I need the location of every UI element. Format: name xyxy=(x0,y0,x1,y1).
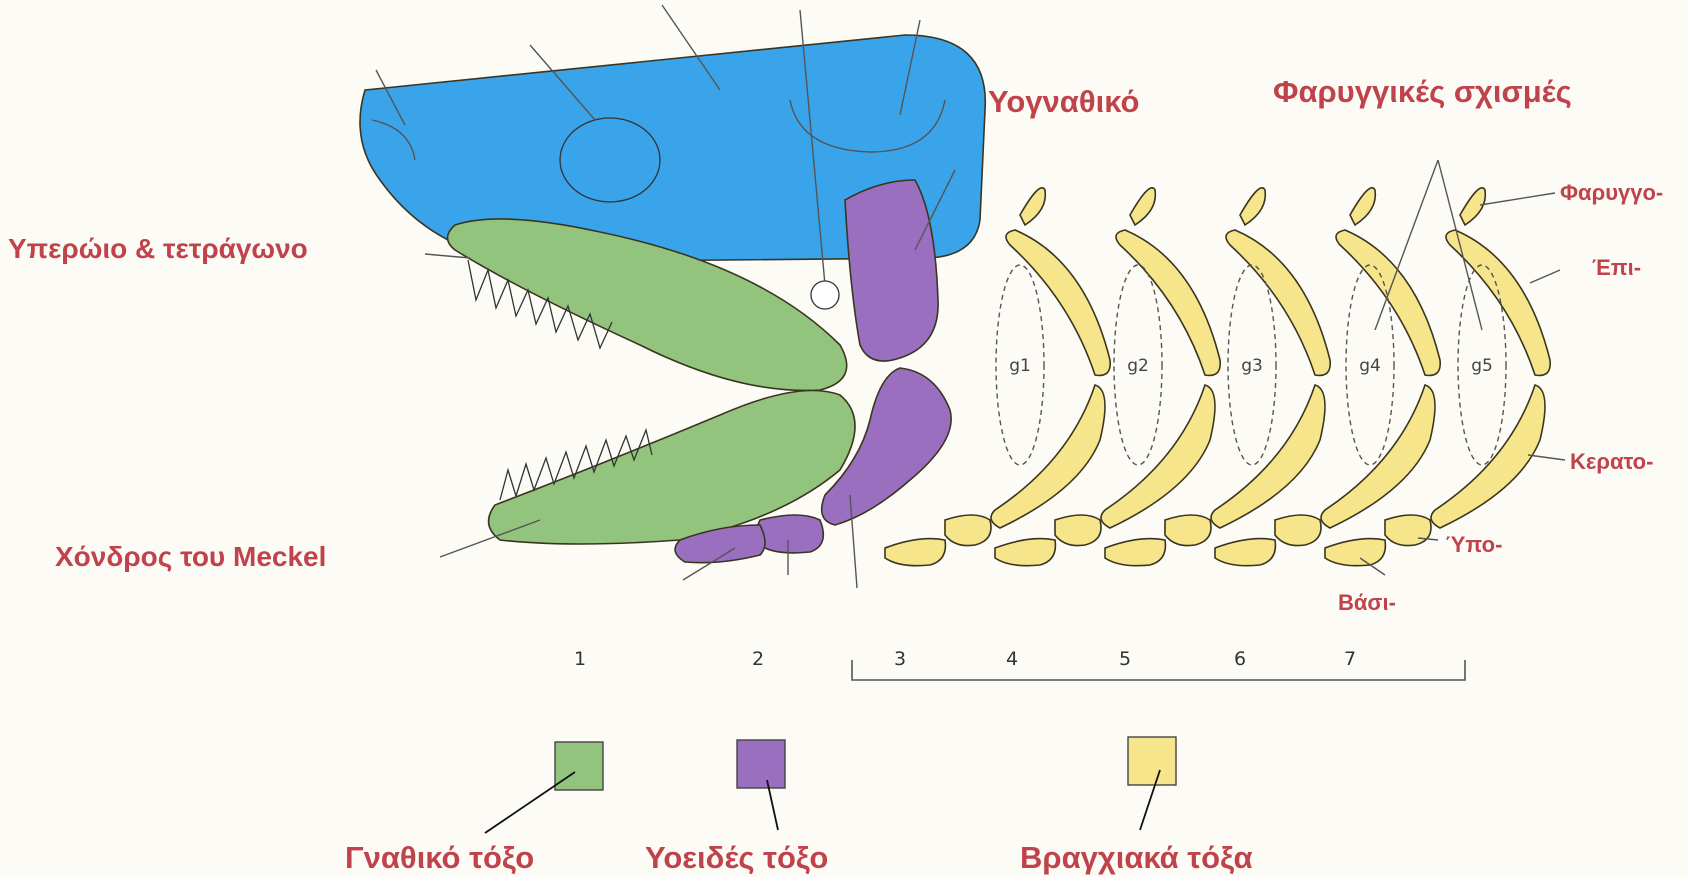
legend-swatch-branchial xyxy=(1128,737,1176,785)
arch-number-7: 7 xyxy=(1344,648,1356,670)
label-basi: Βάσι- xyxy=(1338,590,1396,615)
pointer-pharyngo xyxy=(1480,193,1555,205)
label-palatoquadrate: Υπερώιο & τετράγωνο xyxy=(8,233,308,264)
hypohyal-bone xyxy=(757,515,823,553)
label-meckel: Χόνδρος του Meckel xyxy=(55,541,326,572)
legend-swatch-hyoid xyxy=(737,740,785,788)
arch-number-4: 4 xyxy=(1006,648,1018,670)
arch-number-5: 5 xyxy=(1119,648,1131,670)
hyomandibular-bone xyxy=(845,180,938,361)
label-cerato: Κερατο- xyxy=(1570,449,1653,474)
gill-label-1: g1 xyxy=(1009,356,1031,376)
pointer-cerato xyxy=(1528,455,1565,460)
branchial-arches xyxy=(885,188,1550,566)
label-hyomandibular: Υογναθικό xyxy=(988,84,1139,119)
arch-number-1: 1 xyxy=(574,648,586,670)
label-epi: Έπι- xyxy=(1592,255,1641,280)
pointer-epi xyxy=(1530,270,1560,283)
arch-number-6: 6 xyxy=(1234,648,1246,670)
legend-label-hyoid: Υοειδές τόξο xyxy=(645,840,828,875)
arch-number-2: 2 xyxy=(752,648,764,670)
label-pharyngeal-slits: Φαρυγγικές σχισμές xyxy=(1273,74,1572,109)
gill-label-4: g4 xyxy=(1359,356,1381,376)
spiracle-circle xyxy=(811,281,839,309)
legend-pointer-mandibular xyxy=(485,772,575,833)
legend-label-mandibular: Γναθικό τόξο xyxy=(345,840,534,875)
legend-swatch-mandibular xyxy=(555,742,603,790)
legend-label-branchial: Βραγχιακά τόξα xyxy=(1020,840,1253,875)
gill-label-2: g2 xyxy=(1127,356,1149,376)
gill-label-3: g3 xyxy=(1241,356,1263,376)
arch-number-3: 3 xyxy=(894,648,906,670)
label-hypo: Ύπο- xyxy=(1445,532,1502,557)
gill-label-5: g5 xyxy=(1471,356,1493,376)
branchial-bracket xyxy=(852,660,1465,680)
label-pharyngo: Φαρυγγο- xyxy=(1560,180,1663,205)
